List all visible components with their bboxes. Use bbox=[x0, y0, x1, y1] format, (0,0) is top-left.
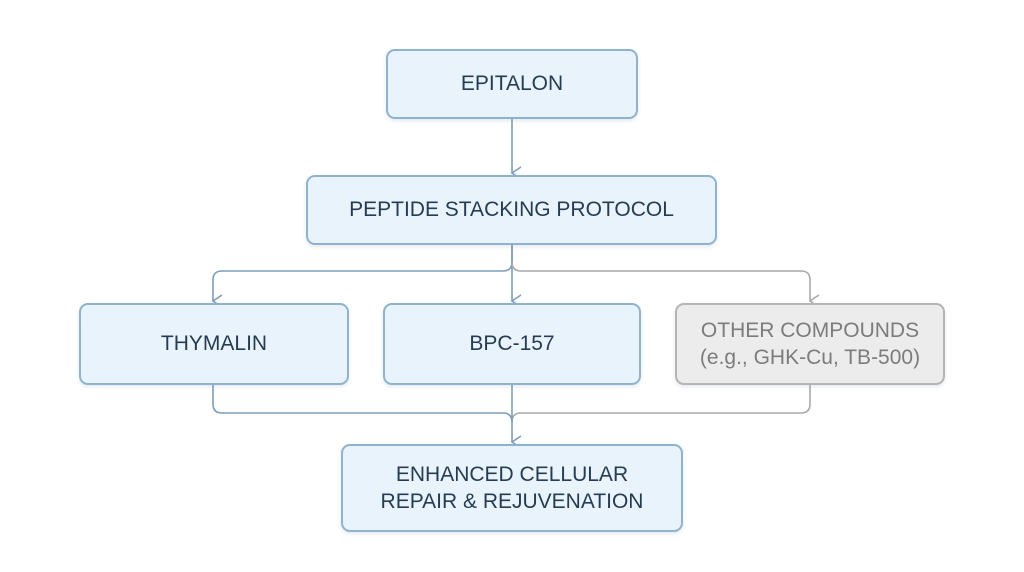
connector-protocol-to-other bbox=[511, 261, 820, 308]
connector-protocol-to-thymalin bbox=[211, 245, 513, 308]
node-result-line1: ENHANCED CELLULAR bbox=[395, 462, 629, 486]
node-peptide-stacking-protocol: PEPTIDE STACKING PROTOCOL bbox=[306, 175, 717, 245]
node-protocol-label: PEPTIDE STACKING PROTOCOL bbox=[349, 198, 674, 222]
node-epitalon-label: EPITALON bbox=[460, 72, 564, 96]
node-enhanced-cellular-repair: ENHANCED CELLULAR REPAIR & REJUVENATION bbox=[341, 444, 683, 532]
node-thymalin-label: THYMALIN bbox=[160, 332, 268, 356]
node-bpc-157: BPC-157 bbox=[383, 303, 641, 385]
connector-other-to-result bbox=[511, 385, 811, 423]
node-epitalon: EPITALON bbox=[386, 49, 638, 119]
connector-thymalin-to-result bbox=[212, 385, 513, 423]
node-bpc157-label: BPC-157 bbox=[469, 332, 555, 356]
node-result-line2: REPAIR & REJUVENATION bbox=[380, 490, 644, 513]
node-thymalin: THYMALIN bbox=[79, 303, 349, 385]
node-other-line1: OTHER COMPOUNDS bbox=[700, 318, 920, 342]
node-other-compounds: OTHER COMPOUNDS (e.g., GHK-Cu, TB-500) bbox=[675, 303, 945, 385]
node-other-line2: (e.g., GHK-Cu, TB-500) bbox=[699, 346, 921, 369]
